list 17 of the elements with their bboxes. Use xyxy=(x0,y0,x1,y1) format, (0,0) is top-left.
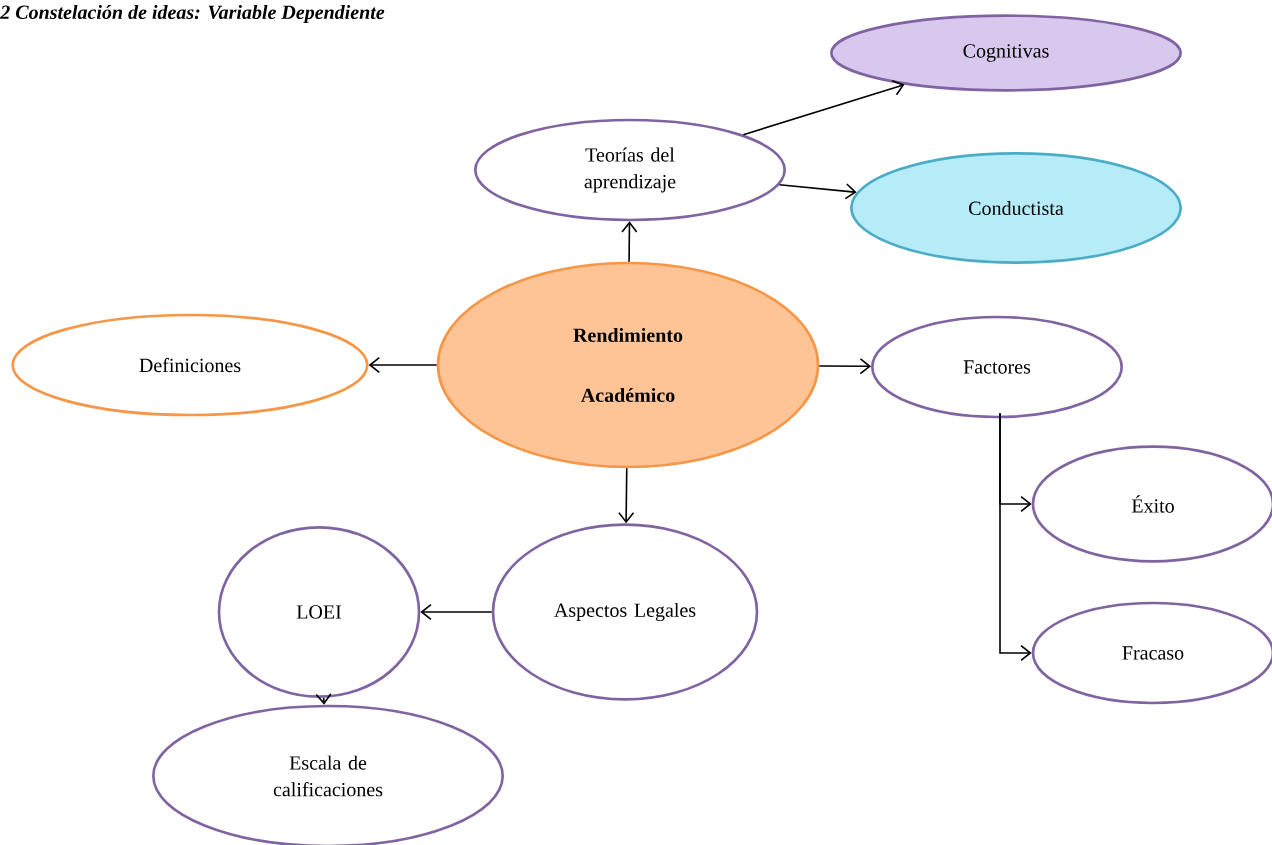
ellipse-node: Factores xyxy=(871,315,1123,419)
arrow xyxy=(818,358,872,375)
arrow xyxy=(621,221,638,263)
arrow xyxy=(368,356,438,374)
ellipse-node: Definiciones xyxy=(11,313,369,417)
arrow xyxy=(778,183,857,200)
ellipse-node: Cognitivas xyxy=(830,14,1182,92)
ellipse-node: Rendimiento Académico xyxy=(436,261,820,469)
arrow xyxy=(618,467,635,524)
arrow xyxy=(742,79,905,136)
arrow xyxy=(999,412,1032,662)
arrow xyxy=(420,603,493,621)
ellipse-node: Conductista xyxy=(850,152,1182,264)
ellipse-node: Aspectos Legales xyxy=(491,523,759,701)
title: 2 Constelación de ideas: Variable Dependiente xyxy=(0,4,385,24)
ellipse-node: Teorías del aprendizaje xyxy=(474,118,786,222)
ellipse-node: LOEI xyxy=(217,526,421,698)
